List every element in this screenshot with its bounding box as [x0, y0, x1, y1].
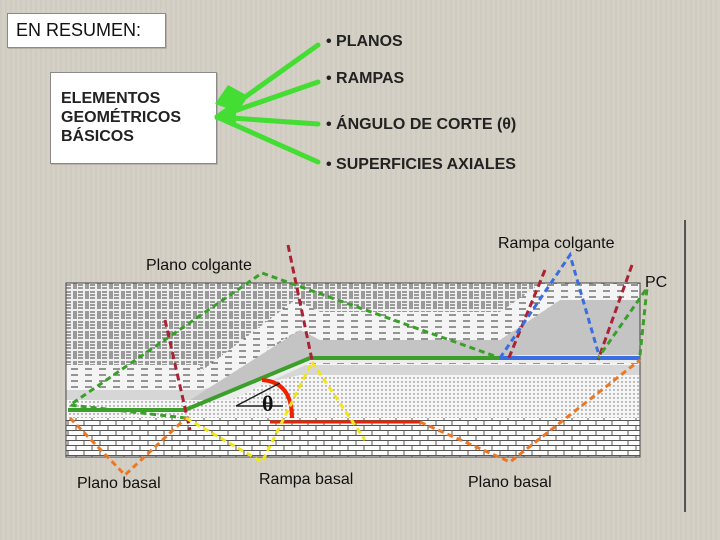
slide-title: EN RESUMEN: — [16, 20, 142, 40]
leader-blue — [498, 251, 600, 359]
cross-section — [66, 283, 640, 457]
leader-yellow — [185, 361, 367, 465]
angle-arc — [261, 378, 294, 419]
bullet-planos: • PLANOS — [326, 33, 403, 50]
label-plano-basal-right: Plano basal — [468, 474, 552, 491]
leader-green — [65, 271, 650, 420]
angle-construction — [235, 382, 283, 407]
title-box: EN RESUMEN: — [7, 13, 166, 48]
label-plano-colgante: Plano colgante — [146, 257, 252, 274]
elements-box: ELEMENTOS GEOMÉTRICOS BÁSICOS — [50, 72, 217, 164]
section-frame — [65, 282, 641, 458]
leader-orange — [68, 358, 641, 478]
label-theta: θ — [262, 391, 274, 416]
label-plano-basal-left: Plano basal — [77, 475, 161, 492]
label-rampa-basal: Rampa basal — [259, 471, 354, 488]
bullet-superficies: • SUPERFICIES AXIALES — [326, 156, 516, 173]
label-rampa-colgante: Rampa colgante — [498, 235, 615, 252]
label-pc: PC — [645, 274, 668, 291]
bullet-rampas: • RAMPAS — [326, 70, 405, 87]
elements-box-label: ELEMENTOS GEOMÉTRICOS BÁSICOS — [61, 90, 182, 145]
axial-surfaces — [163, 244, 634, 431]
bullet-angulo: • ÁNGULO DE CORTE (θ) — [326, 116, 517, 133]
